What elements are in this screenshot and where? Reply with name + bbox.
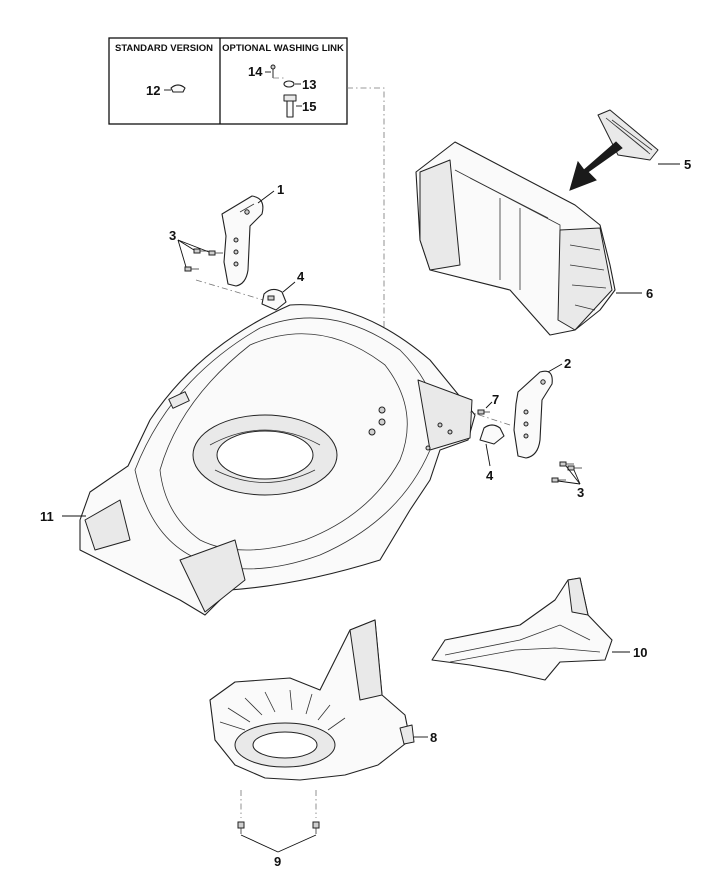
- mulch-plug-part-10: [431, 577, 630, 681]
- screws-right-group: [477, 401, 582, 485]
- callout-7: 7: [492, 392, 499, 407]
- clip-part-4-right: [479, 424, 505, 467]
- callout-2: 2: [564, 356, 571, 371]
- screws-part-9: [237, 790, 320, 853]
- version-inset-box: STANDARD VERSION OPTIONAL WASHING LINK: [108, 37, 348, 125]
- callout-8: 8: [430, 730, 437, 745]
- callout-5: 5: [684, 157, 691, 172]
- callout-15: 15: [302, 99, 316, 114]
- standard-version-header: STANDARD VERSION: [115, 43, 213, 54]
- clip-part-4-left: [261, 281, 296, 311]
- callout-3-right: 3: [577, 485, 584, 500]
- washing-link-parts: [265, 64, 302, 118]
- callout-6: 6: [646, 286, 653, 301]
- washing-link-dash-line: [347, 87, 385, 398]
- plug-part-12: [164, 84, 186, 93]
- callout-4-left: 4: [297, 269, 305, 284]
- optional-washing-link-header: OPTIONAL WASHING LINK: [222, 43, 344, 54]
- baffle-part-8: [209, 619, 428, 781]
- callout-12: 12: [146, 83, 160, 98]
- callout-4-right: 4: [486, 468, 494, 483]
- callout-10: 10: [633, 645, 647, 660]
- callout-9: 9: [274, 854, 281, 869]
- mower-deck-housing: [62, 304, 476, 616]
- grass-chute-frame: [415, 141, 642, 336]
- callout-11: 11: [40, 509, 54, 524]
- height-adjust-bracket-right: [469, 363, 563, 459]
- insertion-arrow: [569, 141, 623, 191]
- callout-1: 1: [277, 182, 284, 197]
- callout-13: 13: [302, 77, 316, 92]
- callout-labels: 1 2 3 3 4 4 5 6 7 8 9 10 11 12 13 14 15: [40, 64, 691, 869]
- callout-3-left: 3: [169, 228, 176, 243]
- callout-14: 14: [248, 64, 263, 79]
- height-adjust-bracket-left: [221, 190, 275, 287]
